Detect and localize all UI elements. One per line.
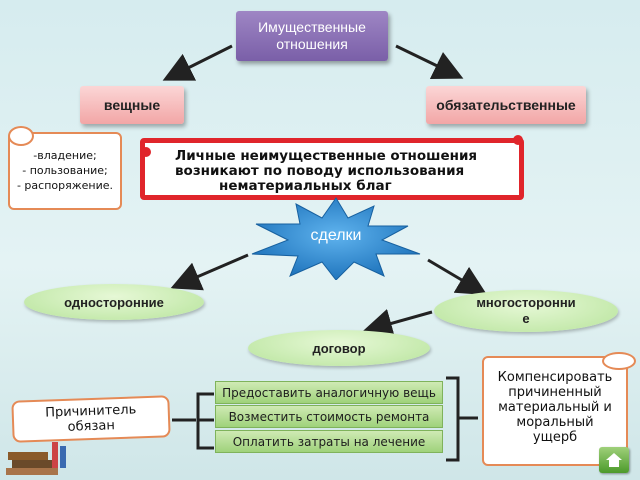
comp-line-3: материальный и (498, 400, 612, 415)
arrow-to-multilateral (427, 258, 488, 296)
rights-item-3: - распоряжение. (16, 179, 114, 192)
house-glyph-icon (606, 453, 622, 467)
rights-item-2: - пользование; (22, 164, 108, 177)
compensation-scroll: Компенсировать причиненный материальный … (482, 352, 636, 466)
banner-line-2: возникают по поводу использования (175, 163, 465, 179)
scroll-curl-icon (602, 352, 636, 370)
personal-relations-banner: Личные неимущественные отношения возника… (140, 135, 524, 200)
property-relations-box: Имущественные отношения (236, 11, 388, 61)
comp-line-2: причиненный (508, 385, 602, 400)
unilateral-oval: односторонние (24, 284, 204, 320)
contract-label: договор (312, 340, 366, 356)
comp-line-5: ущерб (532, 430, 578, 445)
comp-line-4: моральный (516, 415, 594, 430)
contract-oval: договор (248, 330, 430, 366)
right-bracket (446, 376, 460, 462)
books-icon (6, 442, 66, 475)
unilateral-label: односторонние (64, 294, 164, 310)
action-provide-item: Предоставить аналогичную вещь (215, 381, 443, 404)
action-text-1: Предоставить аналогичную вещь (222, 385, 436, 400)
deals-label: сделки (300, 224, 372, 248)
arrow-to-real (162, 44, 233, 81)
banner-dot-icon (513, 135, 523, 145)
home-icon[interactable] (599, 447, 629, 473)
comp-line-1: Компенсировать (497, 370, 613, 385)
star-burst-icon (251, 197, 421, 280)
top-line2: отношения (276, 36, 348, 52)
action-repair-cost: Возместить стоимость ремонта (215, 405, 443, 428)
banner-dot-icon (141, 147, 151, 157)
arrow-to-contract (362, 309, 433, 338)
multilateral-line2: е (522, 311, 530, 326)
culprit-line1: Причинитель (44, 402, 137, 421)
culprit-line2: обязан (67, 418, 116, 435)
action-treatment-cost: Оплатить затраты на лечение (215, 430, 443, 453)
obligation-box: обязательственные (426, 86, 586, 124)
action-text-3: Оплатить затраты на лечение (232, 434, 426, 449)
multilateral-line1: многосторонни (476, 295, 576, 310)
top-line1: Имущественные (258, 19, 366, 35)
scroll-curl-icon (8, 126, 34, 146)
deals-text: сделки (310, 227, 362, 244)
real-rights-label: вещные (103, 97, 161, 113)
obligation-label: обязательственные (436, 97, 576, 113)
culprit-scroll: Причинитель обязан (11, 395, 171, 443)
banner-line-1: Личные неимущественные отношения (175, 148, 478, 164)
banner-line-3: нематериальных благ (219, 178, 392, 194)
action-text-2: Возместить стоимость ремонта (228, 409, 430, 424)
arrow-to-unilateral (170, 253, 249, 291)
rights-item-1: -владение; (33, 149, 97, 162)
multilateral-oval: многосторонни е (434, 290, 618, 332)
arrow-to-obligation (395, 44, 464, 80)
rights-scroll: -владение; - пользование; - распоряжение… (8, 126, 122, 210)
real-rights-box: вещные (80, 86, 184, 124)
